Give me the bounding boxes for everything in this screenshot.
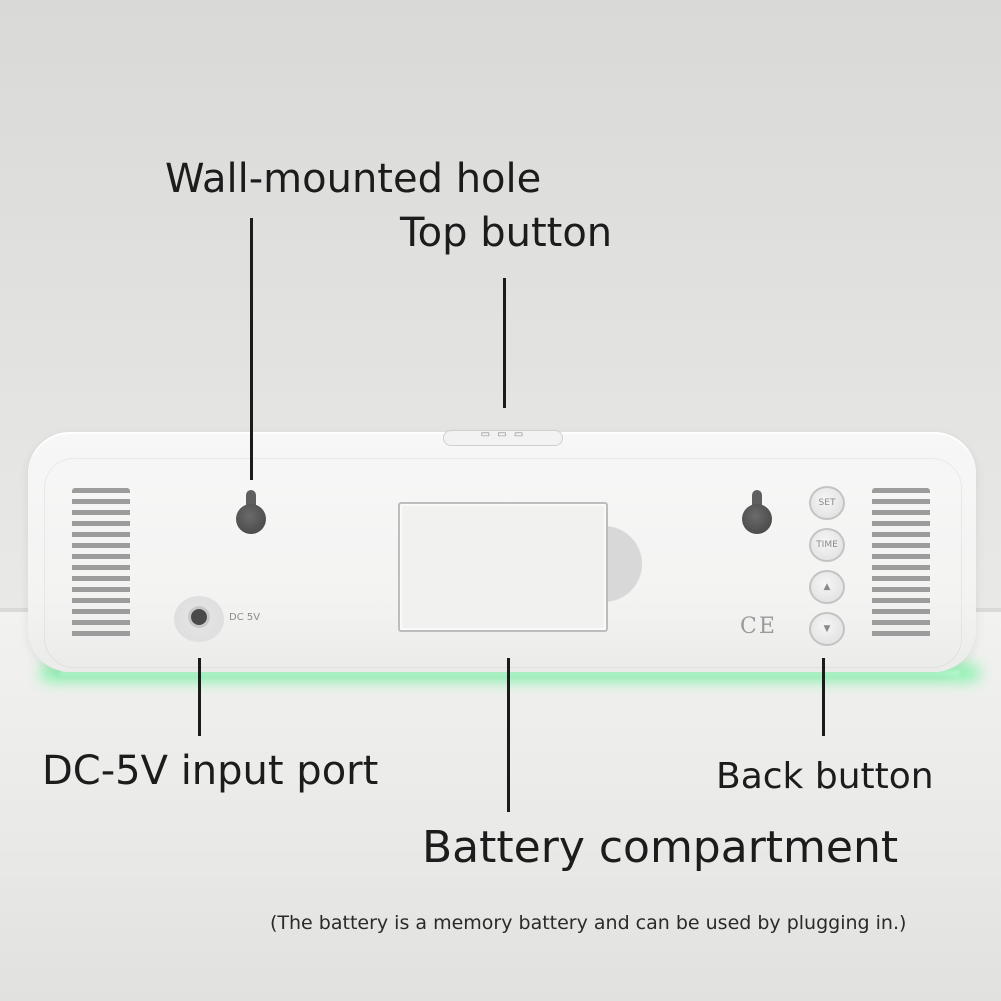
vent-right (872, 488, 930, 638)
wall-mount-hole-right (742, 490, 772, 538)
top-button-marking: ▭ ▭ ▭ (480, 429, 526, 440)
leader-dc-input-port (198, 658, 201, 736)
label-back-button: Back button (716, 756, 934, 797)
dc-port-marking: DC 5V (229, 612, 261, 623)
ce-mark: CE (740, 614, 777, 639)
keyslot (246, 490, 256, 512)
keyslot (752, 490, 762, 512)
keyhole-round (742, 504, 772, 534)
leader-back-button (822, 658, 825, 736)
battery-note: (The battery is a memory battery and can… (270, 912, 907, 934)
top-button: ▭ ▭ ▭ (443, 429, 563, 446)
leader-wall-mounted-hole (250, 218, 253, 480)
down-button: ▼ (809, 612, 845, 646)
led-glow-core (60, 670, 960, 675)
label-wall-mounted-hole: Wall-mounted hole (165, 156, 542, 202)
label-top-button: Top button (400, 210, 613, 256)
device-rim (44, 458, 962, 668)
vent-left (72, 488, 130, 638)
dc-input-port (174, 596, 224, 642)
keyhole-round (236, 504, 266, 534)
leader-battery-compartment (507, 658, 510, 812)
set-button: SET (809, 486, 845, 520)
battery-compartment-door (398, 502, 608, 632)
label-dc-input-port: DC-5V input port (42, 748, 379, 794)
up-button: ▲ (809, 570, 845, 604)
label-battery-compartment: Battery compartment (422, 822, 899, 873)
leader-top-button (503, 278, 506, 408)
wall-mount-hole-left (236, 490, 266, 538)
time-button: TIME (809, 528, 845, 562)
